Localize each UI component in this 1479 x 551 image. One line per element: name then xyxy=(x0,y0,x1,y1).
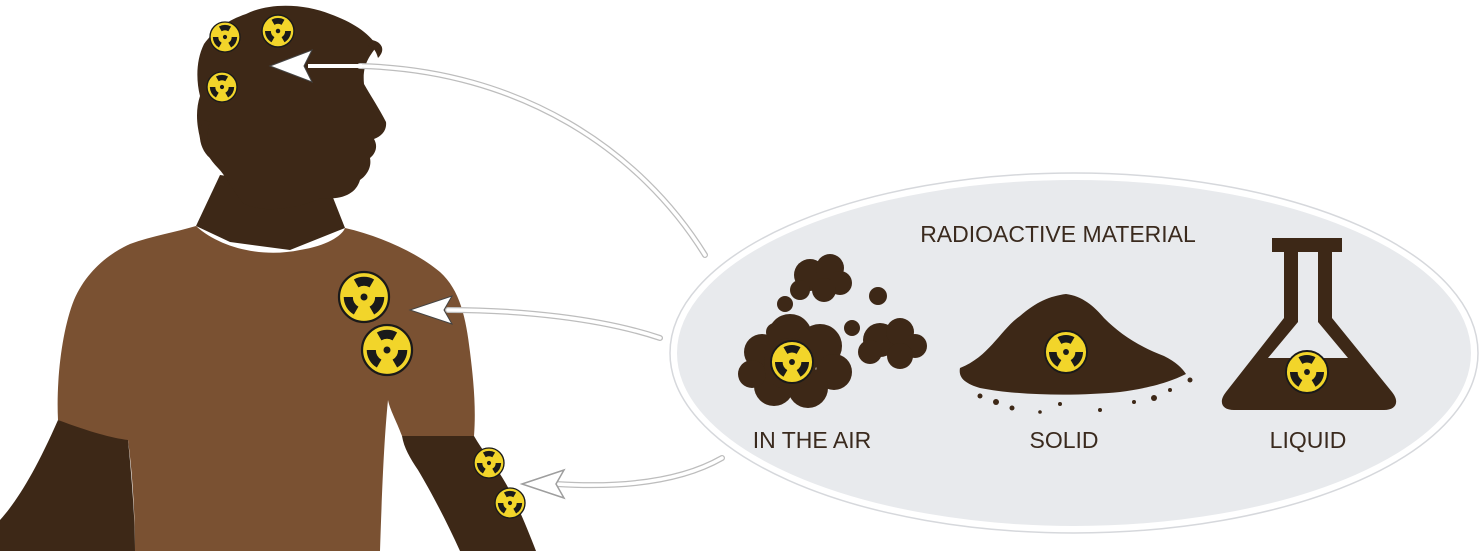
radiation-hazard-icon xyxy=(1045,331,1087,373)
radiation-hazard-icon xyxy=(362,325,412,375)
radiation-hazard-icon xyxy=(771,341,813,383)
person-left-arm xyxy=(0,420,135,551)
radiation-hazard-icon xyxy=(262,15,294,47)
person-right-arm xyxy=(402,436,536,551)
radiation-hazard-icon xyxy=(207,72,237,102)
form-label-air: IN THE AIR xyxy=(753,427,871,453)
form-label-liquid: LIQUID xyxy=(1270,427,1347,453)
radiation-hazard-icon xyxy=(495,488,525,518)
radiation-hazard-icon xyxy=(339,272,389,322)
form-label-solid: SOLID xyxy=(1029,427,1098,453)
radiation-hazard-icon xyxy=(1286,351,1328,393)
radiation-hazard-icon xyxy=(210,22,240,52)
exposure-arrows xyxy=(268,49,725,500)
panel-title: RADIOACTIVE MATERIAL xyxy=(920,221,1196,247)
lab-flask-icon xyxy=(1221,238,1397,410)
person-head xyxy=(197,5,387,210)
person-silhouette-icon xyxy=(0,5,536,551)
radioactive-material-panel: RADIOACTIVE MATERIAL xyxy=(669,172,1479,534)
arrow-to-arm xyxy=(519,455,725,500)
arrow-to-shoulder xyxy=(408,295,663,341)
arrow-to-head xyxy=(268,49,708,258)
radiation-hazard-icon xyxy=(474,448,504,478)
